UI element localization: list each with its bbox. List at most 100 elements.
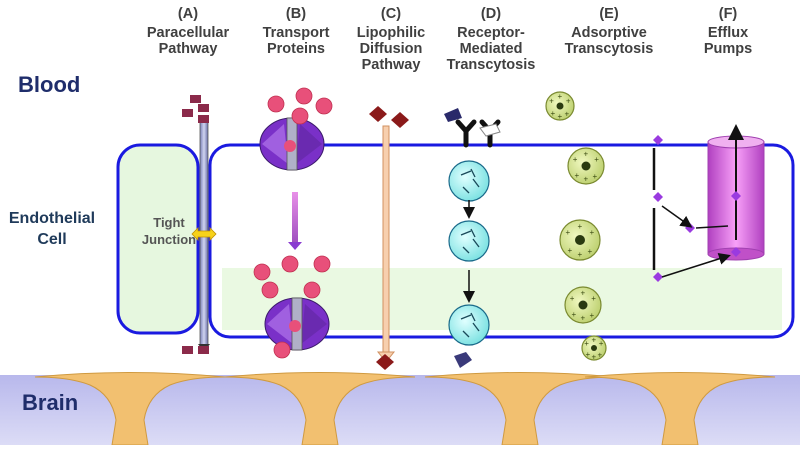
astrocyte-endfoot [424, 372, 616, 446]
pink-solute [313, 255, 331, 273]
pathway-letter: (D) [480, 6, 502, 22]
vesicle-core [578, 300, 588, 310]
lipophilic-arrow-shaft [382, 125, 390, 355]
cationic-charge: + [592, 352, 597, 361]
vesicle-ligand [470, 168, 476, 178]
adsorptive-vesicles: ++++++++++++++++++++++++++++++ [545, 91, 607, 361]
pink-solute [291, 107, 309, 125]
astrocyte-endfeet [34, 372, 776, 446]
pathway-letter: (F) [718, 6, 738, 22]
pathway-letter: (B) [285, 6, 307, 22]
cationic-charge: + [566, 228, 571, 237]
cationic-charge: + [572, 310, 577, 319]
cationic-charge: + [592, 336, 597, 345]
pink-solute [315, 97, 333, 115]
vesicle-ligand [470, 312, 476, 322]
vesicle-ligand [472, 322, 480, 332]
paracellular-solute [190, 95, 201, 103]
efflux-substrate [731, 191, 741, 201]
vesicle-ligand [462, 330, 470, 338]
pink-solute [253, 263, 271, 281]
pathway-name: Lipophilic Diffusion Pathway [356, 25, 426, 73]
endocytic-vesicle [448, 304, 490, 346]
cationic-charge: + [573, 155, 578, 164]
transporter-subunit [296, 124, 322, 164]
cationic-charge: + [578, 222, 583, 231]
endocytic-vesicle [448, 160, 490, 202]
pathway-name: Adsorptive Transcytosis [564, 25, 654, 57]
cationic-charge: + [581, 288, 586, 297]
cationic-charge: + [593, 172, 598, 181]
pink-solute [273, 341, 291, 359]
vesicle-ligand [472, 238, 480, 248]
cationic-charge: + [578, 250, 583, 259]
transported-solutes [253, 87, 333, 359]
vesicle-ligand [462, 246, 470, 254]
pink-solute [295, 87, 313, 105]
cationic-charge: + [591, 294, 596, 303]
transported-solute [289, 320, 301, 332]
pathway-name: Receptor- Mediated Transcytosis [446, 25, 536, 73]
transport-protein-icon [259, 117, 325, 171]
endocytic-vesicles [448, 160, 490, 346]
pathway-name: Efflux Pumps [703, 25, 753, 57]
efflux-substrates [653, 135, 741, 282]
cationic-charge: + [549, 96, 554, 105]
paracellular-solute [182, 109, 193, 117]
pathway-letter: (C) [380, 6, 402, 22]
cationic-charge: + [599, 339, 604, 348]
antibody-receptor-icon [444, 108, 501, 148]
cationic-charge: + [568, 246, 573, 255]
vesicle-ligand [470, 228, 476, 238]
lipophilic-molecules [369, 106, 409, 370]
vesicle-ligand [460, 314, 472, 320]
astrocyte-endfoot [224, 372, 416, 446]
cationic-charge: + [558, 112, 563, 121]
endothelial-cell-label: Endothelial Cell [8, 210, 96, 248]
vesicle-core [556, 102, 564, 110]
vesicle-ligand [472, 178, 480, 188]
pink-solute [261, 281, 279, 299]
released-ligand [454, 352, 472, 368]
transport-arrow-head [288, 242, 302, 250]
transported-solute [284, 140, 296, 152]
cationic-charge: + [581, 314, 586, 323]
pathway-letter: (A) [177, 6, 199, 22]
vesicle-ligand [462, 186, 470, 194]
cationic-charge: + [590, 311, 595, 320]
paracellular-solute [198, 104, 209, 112]
astrocyte-endfoot [34, 372, 226, 446]
endocytic-vesicle [448, 220, 490, 262]
pathway-letter: (E) [599, 6, 619, 22]
paracellular-solutes [182, 95, 209, 354]
astrocyte-endfoot [584, 372, 776, 446]
pink-solute [303, 281, 321, 299]
cationic-charge: + [566, 96, 571, 105]
efflux-substrate [653, 272, 663, 282]
transporter-subunit [301, 304, 327, 344]
pathway-name: Paracellular Pathway [146, 25, 230, 57]
pink-solute [267, 95, 285, 113]
cationic-charge: + [590, 228, 595, 237]
pink-solute [281, 255, 299, 273]
transporter-subunit [267, 304, 293, 344]
cationic-charge: + [586, 350, 591, 359]
vesicle-core [591, 345, 597, 351]
paracellular-solute [198, 115, 209, 123]
tight-junction-double-arrow-icon [191, 227, 217, 241]
cationic-charge: + [551, 109, 556, 118]
vesicle-core [575, 235, 585, 245]
tight-junction-label: Tight Junction [141, 215, 197, 247]
transport-arrow-shaft [292, 192, 298, 242]
blood-label: Blood [18, 72, 81, 97]
cationic-charge: + [558, 92, 563, 101]
transport-protein-icon [264, 297, 330, 351]
cationic-charge: + [575, 171, 580, 180]
cationic-charge: + [584, 149, 589, 158]
cationic-charge: + [584, 175, 589, 184]
brain-label: Brain [22, 390, 79, 415]
efflux-substrate [653, 135, 663, 145]
cationic-charge: + [565, 110, 570, 119]
